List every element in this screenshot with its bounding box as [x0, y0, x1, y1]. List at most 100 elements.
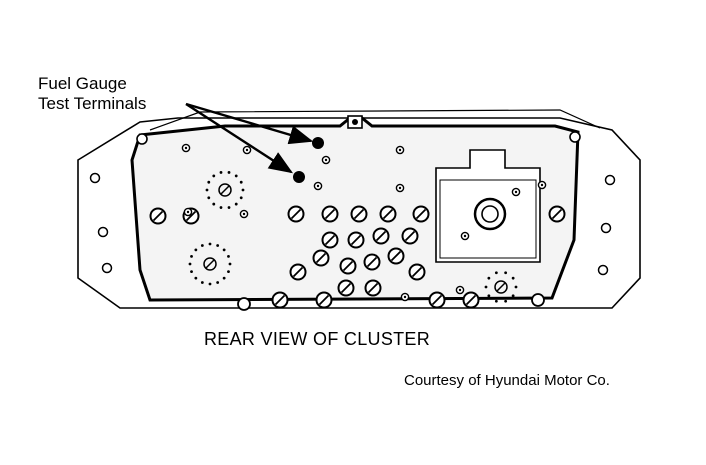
bulb-socket — [203, 257, 217, 271]
small-nut-center — [316, 184, 320, 188]
socket-dot — [484, 285, 488, 289]
socket-dot — [188, 262, 192, 266]
screw-slot — [551, 208, 563, 220]
socket-dot — [216, 244, 220, 247]
socket-dot — [227, 206, 231, 209]
screw-slot — [185, 210, 197, 222]
small-nut-center — [514, 190, 518, 194]
socket-dot — [212, 202, 216, 206]
socket-dot — [216, 281, 220, 284]
socket-dot — [207, 180, 211, 184]
socket-dot — [487, 294, 491, 298]
socket-dot — [511, 276, 515, 280]
fuel-terminal-lower — [293, 171, 305, 183]
corner-screw — [531, 293, 545, 307]
socket-dot — [219, 171, 223, 174]
credit-line: Courtesy of Hyundai Motor Co. — [404, 372, 610, 389]
callout-arrow-lower — [185, 102, 294, 174]
socket-dot — [208, 282, 212, 286]
screw-slot — [274, 294, 286, 306]
screw-slot — [367, 282, 379, 294]
diagram-caption: REAR VIEW OF CLUSTER — [204, 329, 431, 349]
socket-dot — [514, 285, 518, 289]
small-nut-center — [403, 295, 407, 299]
small-nut-center — [398, 186, 402, 190]
socket-dot — [227, 270, 230, 274]
cluster-top-housing — [149, 109, 601, 131]
mount-hole — [600, 222, 612, 234]
socket-dot — [228, 262, 232, 266]
screw-slot — [324, 208, 336, 220]
corner-screw — [136, 133, 148, 145]
socket-dot — [194, 248, 198, 252]
socket-dot — [207, 196, 211, 200]
socket-dot — [194, 276, 198, 280]
screw-slot — [318, 294, 330, 306]
small-nut-center — [245, 148, 249, 152]
callout-arrow-upper — [185, 102, 314, 145]
socket-dot — [504, 299, 508, 303]
screw-slot — [366, 256, 378, 268]
small-nut-center — [463, 234, 467, 238]
socket-dot — [200, 244, 204, 247]
callout-label-line2: Test Terminals — [38, 94, 147, 113]
small-nut-center — [458, 288, 462, 292]
small-nut-center — [324, 158, 328, 162]
cluster-flange — [77, 117, 641, 309]
mount-hole — [604, 174, 616, 186]
screw-slot — [415, 208, 427, 220]
socket-dot — [239, 196, 243, 200]
small-nut-center — [184, 146, 188, 150]
screw-slot — [340, 282, 352, 294]
small-nut-center — [242, 212, 246, 216]
socket-dot — [219, 206, 223, 209]
socket-dot — [205, 188, 209, 192]
socket-dot — [241, 188, 245, 192]
socket-dot — [511, 294, 515, 298]
small-nut-center — [186, 210, 190, 214]
screw-slot — [290, 208, 302, 220]
mount-hole — [97, 226, 109, 238]
socket-dot — [487, 276, 491, 280]
socket-dot — [234, 202, 238, 206]
corner-screw — [237, 297, 251, 311]
socket-dot — [200, 281, 204, 284]
top-clip-screw — [352, 119, 358, 125]
callout-label-line1: Fuel Gauge — [38, 74, 127, 93]
socket-dot — [239, 180, 243, 184]
screw-slot — [411, 266, 423, 278]
socket-dot — [190, 254, 193, 258]
screw-slot — [315, 252, 327, 264]
screw-slot — [152, 210, 164, 222]
screw-slot — [342, 260, 354, 272]
mount-hole — [89, 172, 101, 184]
screw-slot — [350, 234, 362, 246]
mount-hole — [101, 262, 113, 274]
socket-dot — [222, 276, 226, 280]
socket-dot — [234, 174, 238, 178]
socket-dot — [504, 271, 508, 275]
screw-slot — [404, 230, 416, 242]
bulb-socket — [218, 183, 232, 197]
screws — [149, 143, 566, 309]
screw-slot — [382, 208, 394, 220]
screw-slot — [390, 250, 402, 262]
socket-dot — [227, 254, 230, 258]
screw-slot — [292, 266, 304, 278]
small-nut-center — [398, 148, 402, 152]
socket-dot — [190, 270, 193, 274]
screw-slot — [375, 230, 387, 242]
socket-dot — [227, 171, 231, 174]
socket-dot — [212, 174, 216, 178]
screw-slot — [353, 208, 365, 220]
dot-rings — [188, 171, 518, 303]
bulb-socket — [494, 280, 508, 294]
mount-hole — [597, 264, 609, 276]
socket-dot — [494, 299, 498, 303]
socket-dot — [222, 248, 226, 252]
screw-slot — [324, 234, 336, 246]
fuel-terminal-upper — [312, 137, 324, 149]
gauge-module-inner — [439, 179, 537, 259]
small-nut-center — [540, 183, 544, 187]
